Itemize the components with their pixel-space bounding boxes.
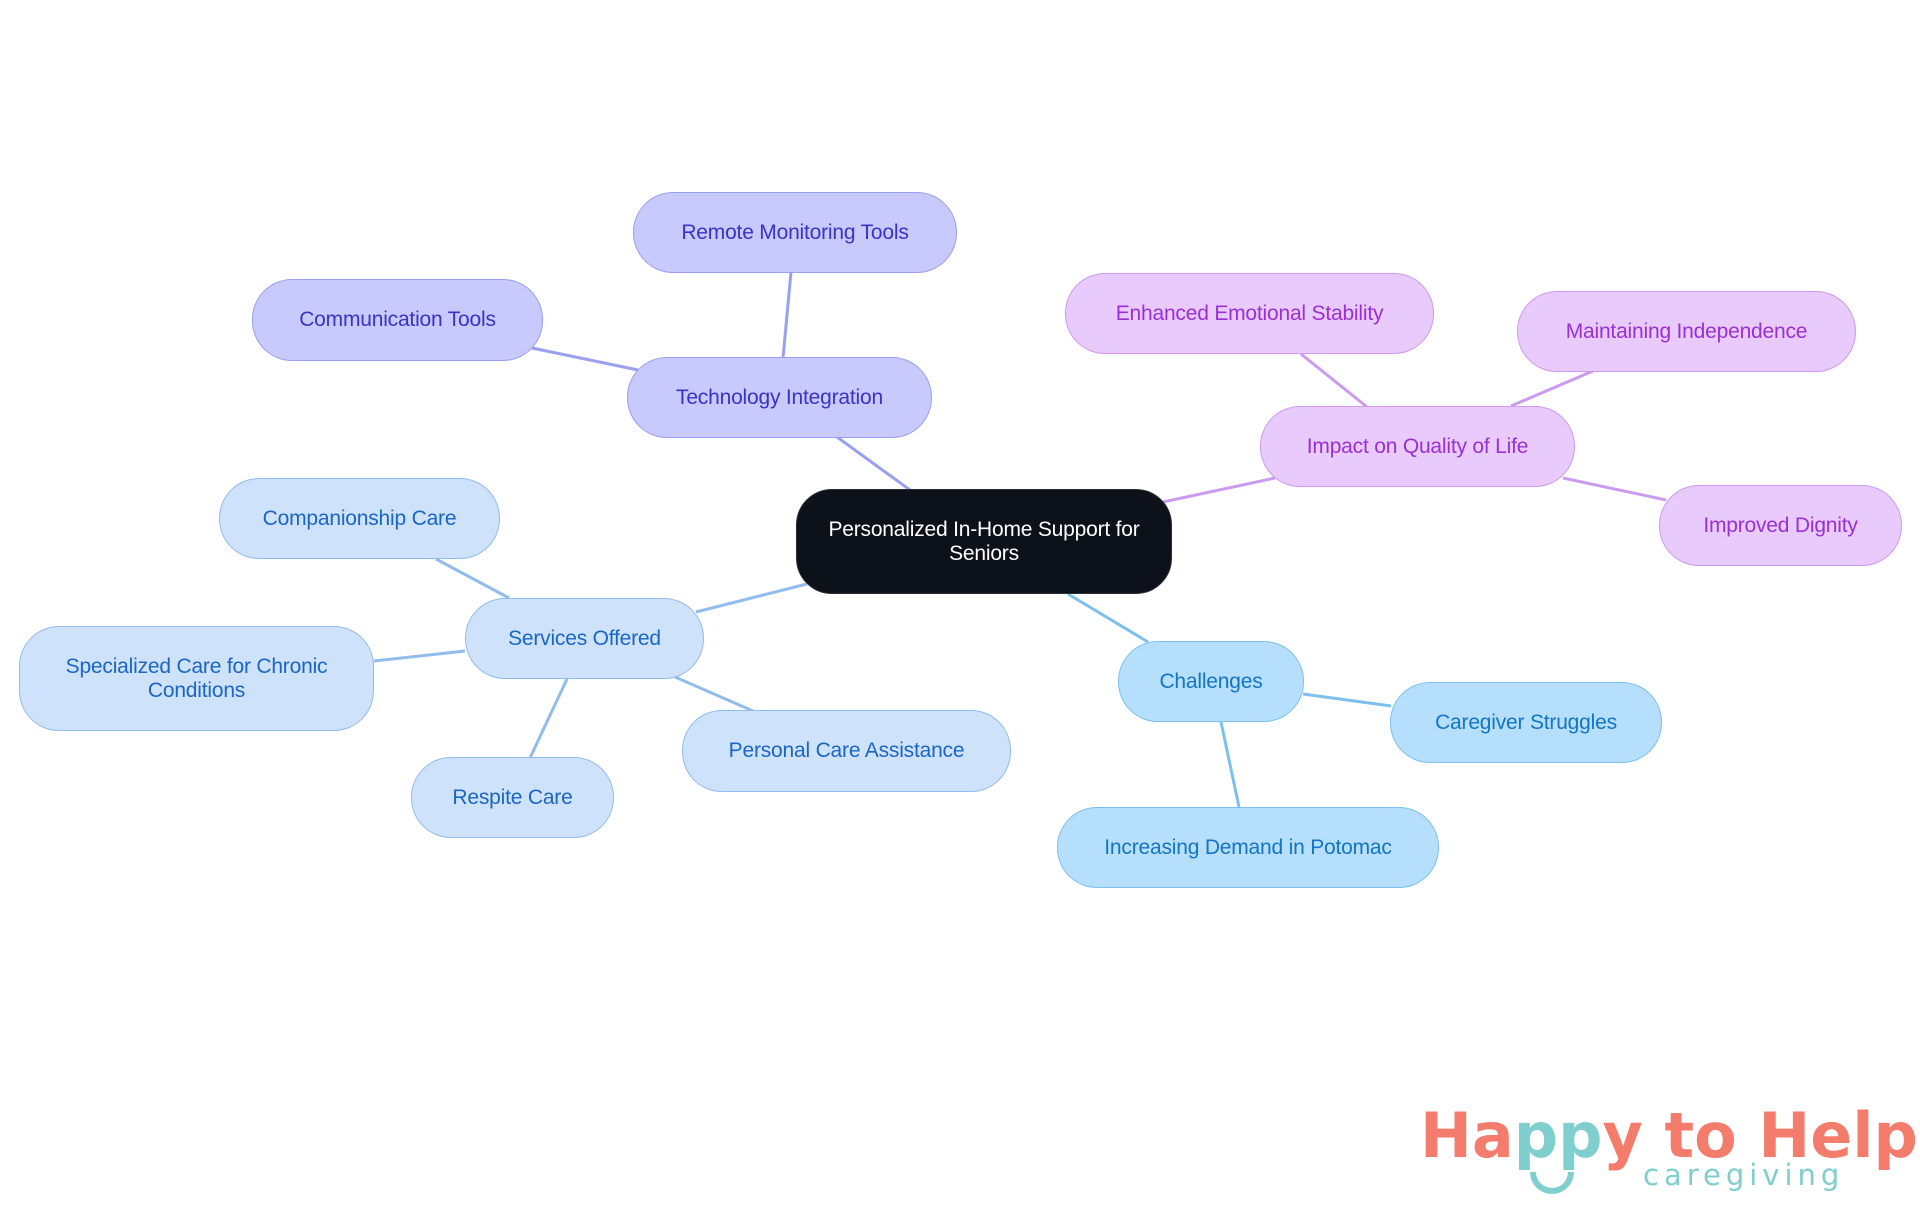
node-services-offered[interactable]: Services Offered <box>465 598 704 679</box>
node-label: Specialized Care for Chronic Conditions <box>65 654 328 702</box>
edge-services-specialized <box>373 649 466 663</box>
node-label: Remote Monitoring Tools <box>681 220 909 244</box>
node-impact-on-quality-of-life[interactable]: Impact on Quality of Life <box>1260 406 1575 487</box>
edge-technology-communication <box>531 346 639 372</box>
logo-text-part1: Ha <box>1420 1099 1514 1172</box>
node-label: Impact on Quality of Life <box>1306 434 1529 458</box>
node-label: Services Offered <box>508 626 661 650</box>
node-label: Companionship Care <box>262 506 457 530</box>
node-label: Enhanced Emotional Stability <box>1115 301 1384 325</box>
node-label: Improved Dignity <box>1703 513 1858 537</box>
edge-impact-independence <box>1510 369 1594 408</box>
edge-root-technology <box>836 435 911 492</box>
edge-services-companionship <box>435 557 510 600</box>
logo-text-part3: y to Help <box>1602 1099 1918 1172</box>
node-label: Caregiver Struggles <box>1435 710 1617 734</box>
node-communication-tools[interactable]: Communication Tools <box>252 279 543 361</box>
edge-challenges-demand <box>1219 721 1241 808</box>
node-label: Technology Integration <box>676 385 883 409</box>
node-caregiver-struggles[interactable]: Caregiver Struggles <box>1390 682 1662 763</box>
node-personal-care-assistance[interactable]: Personal Care Assistance <box>682 710 1011 792</box>
node-enhanced-emotional-stability[interactable]: Enhanced Emotional Stability <box>1065 273 1434 354</box>
node-increasing-demand-potomac[interactable]: Increasing Demand in Potomac <box>1057 807 1439 888</box>
happy-to-help-logo: Happy to Help caregiving <box>1420 1100 1918 1210</box>
node-respite-care[interactable]: Respite Care <box>411 757 614 838</box>
node-challenges[interactable]: Challenges <box>1118 641 1304 722</box>
logo-subtitle: caregiving <box>1643 1158 1845 1192</box>
node-label: Increasing Demand in Potomac <box>1104 835 1392 859</box>
node-specialized-care-chronic-conditions[interactable]: Specialized Care for Chronic Conditions <box>19 626 374 731</box>
edge-technology-remote-monitoring <box>781 271 793 359</box>
edge-root-services <box>695 582 808 614</box>
edge-root-impact <box>1162 476 1276 504</box>
edge-challenges-caregiver <box>1302 692 1392 708</box>
logo-text-part2: pp <box>1513 1099 1603 1172</box>
node-companionship-care[interactable]: Companionship Care <box>219 478 500 559</box>
root-label: Personalized In-Home Support for Seniors <box>828 517 1140 565</box>
node-technology-integration[interactable]: Technology Integration <box>627 357 932 438</box>
node-remote-monitoring-tools[interactable]: Remote Monitoring Tools <box>633 192 957 273</box>
edge-impact-emotional <box>1300 352 1368 409</box>
node-improved-dignity[interactable]: Improved Dignity <box>1659 485 1902 566</box>
node-label: Maintaining Independence <box>1565 319 1808 343</box>
node-label: Challenges <box>1159 669 1263 693</box>
edge-root-challenges <box>1067 592 1149 644</box>
node-label: Respite Care <box>452 785 573 809</box>
node-maintaining-independence[interactable]: Maintaining Independence <box>1517 291 1856 372</box>
edge-services-personal-care <box>674 675 754 713</box>
node-label: Communication Tools <box>299 308 496 331</box>
edge-services-respite <box>528 678 569 759</box>
smile-icon <box>1530 1172 1574 1194</box>
node-label: Personal Care Assistance <box>728 739 965 762</box>
root-node[interactable]: Personalized In-Home Support for Seniors <box>796 489 1172 594</box>
logo-wordmark: Happy to Help <box>1420 1100 1918 1172</box>
edge-impact-dignity <box>1562 476 1667 502</box>
